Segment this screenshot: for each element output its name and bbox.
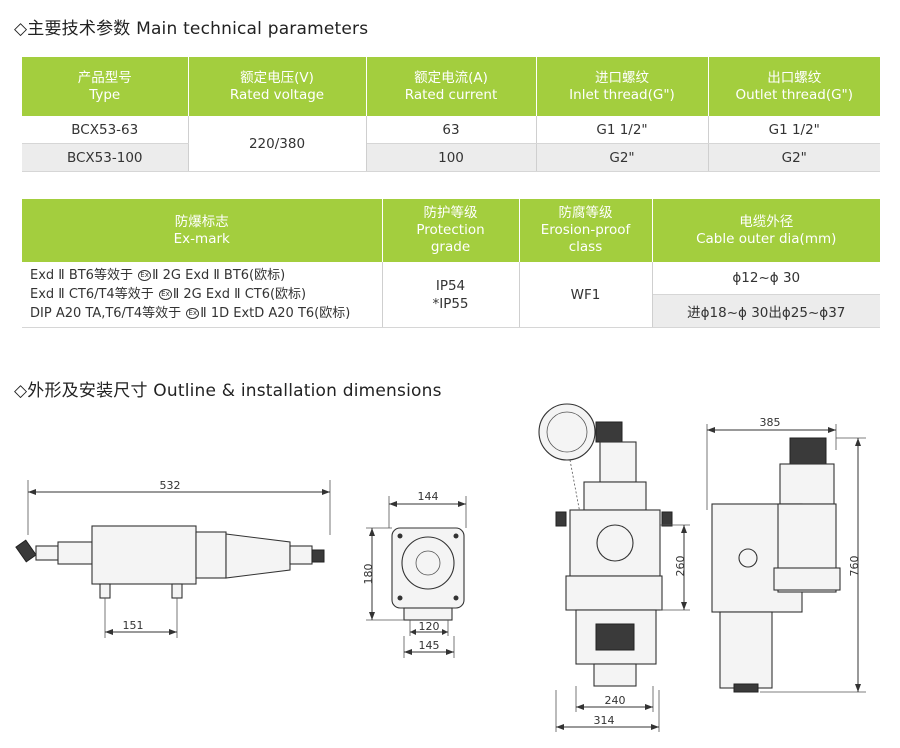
dim-314: 314 — [594, 714, 615, 727]
ex-icon: Ex — [158, 289, 172, 300]
dim-180: 180 — [362, 564, 375, 585]
cell-outlet: G2" — [708, 143, 880, 172]
cell-type: BCX53-100 — [22, 143, 189, 172]
cell-type: BCX53-63 — [22, 116, 189, 144]
dim-151: 151 — [123, 619, 144, 632]
table-row: BCX53-63 220/380 63 G1 1/2" G1 1/2" — [22, 116, 880, 172]
cell-protection: IP54*IP55 — [382, 262, 520, 328]
cell-erosion: WF1 — [519, 262, 653, 328]
header-rated-voltage: 额定电压(V)Rated voltage — [188, 57, 367, 116]
profile-view-drawing: 385 760 — [706, 416, 866, 693]
side-view-drawing: 532 151 — [15, 479, 331, 638]
ex-icon: Ex — [138, 270, 152, 281]
dim-145: 145 — [419, 639, 440, 652]
cell-voltage: 220/380 — [188, 116, 367, 172]
table-row: 进ϕ18~ϕ 30出ϕ25~ϕ37 — [22, 294, 880, 328]
dim-385: 385 — [760, 416, 781, 429]
dim-120: 120 — [419, 620, 440, 633]
cell-outlet: G1 1/2" — [708, 116, 880, 144]
section-title-parameters: ◇主要技术参数 Main technical parameters — [14, 19, 369, 39]
front-view-drawing: 260 240 314 — [538, 403, 690, 732]
header-rated-current: 额定电流(A)Rated current — [366, 57, 537, 116]
dim-260: 260 — [674, 556, 687, 577]
cell-current: 100 — [366, 143, 537, 172]
section-title-dimensions: ◇外形及安装尺寸 Outline & installation dimensio… — [14, 381, 442, 401]
dim-532: 532 — [160, 479, 181, 492]
end-view-drawing: 144 180 120 145 — [362, 490, 467, 658]
dim-760: 760 — [848, 556, 861, 577]
outline-drawing: 532 151 144 1 — [15, 403, 866, 732]
cell-inlet: G1 1/2" — [536, 116, 709, 144]
table-row: BCX53-100 100 G2" G2" — [22, 143, 880, 172]
cell-current: 63 — [366, 116, 537, 144]
cell-cable-1: ϕ12~ϕ 30 — [652, 262, 880, 295]
ex-icon: Ex — [186, 308, 200, 319]
cell-cable-2: 进ϕ18~ϕ 30出ϕ25~ϕ37 — [652, 294, 880, 328]
cell-inlet: G2" — [536, 143, 709, 172]
dim-240: 240 — [605, 694, 626, 707]
dim-144: 144 — [418, 490, 439, 503]
